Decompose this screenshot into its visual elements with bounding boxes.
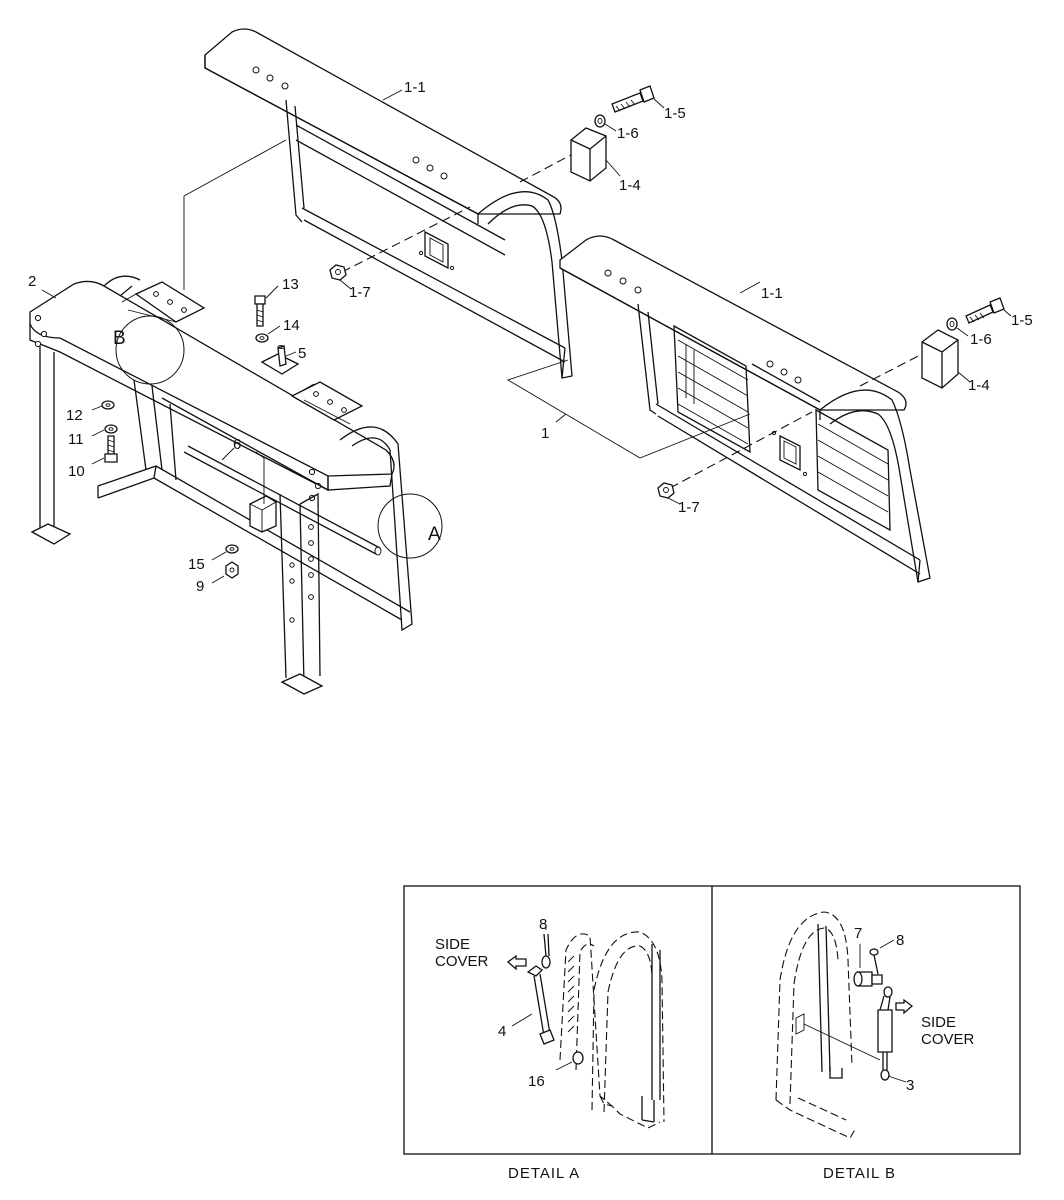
assembly-leader-top	[183, 139, 287, 290]
detail-a-label-16: 16	[528, 1073, 545, 1090]
label-11: 11	[68, 431, 84, 448]
main-frame	[29, 275, 413, 695]
washer-15: 15	[188, 544, 239, 573]
callout-a-letter: A	[428, 524, 441, 545]
bolt-1-5-right: 1-5	[965, 297, 1033, 329]
label-1-7-top: 1-7	[349, 284, 371, 301]
washer-1-6-top: 1-6	[594, 114, 639, 142]
label-1-6-top: 1-6	[617, 125, 639, 142]
label-1-5-top: 1-5	[664, 105, 686, 122]
label-13: 13	[282, 276, 299, 293]
detail-a-side-cover-line2: COVER	[435, 953, 489, 970]
label-1-4-right: 1-4	[968, 377, 990, 394]
callout-circle-b: B	[113, 315, 185, 385]
label-1-4-top: 1-4	[619, 177, 641, 194]
detail-b: 7 8 3 SIDE COVER	[775, 911, 975, 1139]
callout-circle-a: A	[377, 493, 443, 559]
label-1-5-right: 1-5	[1011, 312, 1033, 329]
detail-b-label-8: 8	[896, 932, 904, 949]
assembly-leader-1	[506, 359, 751, 459]
detail-b-side-cover-line1: SIDE	[921, 1014, 956, 1031]
label-10: 10	[68, 463, 85, 480]
detail-box	[403, 885, 1021, 1155]
label-1-7-right: 1-7	[678, 499, 700, 516]
callout-b-letter: B	[113, 328, 126, 349]
label-1-6-right: 1-6	[970, 331, 992, 348]
label-1: 1	[541, 425, 549, 442]
detail-a: 8 4 16 SIDE COVER	[435, 916, 665, 1129]
washer-14: 14	[255, 317, 300, 343]
pad-1-4-top: 1-4	[570, 127, 641, 194]
bolt-axis-right	[669, 349, 931, 489]
label-6: 6	[233, 436, 241, 453]
detail-b-title: DETAIL B	[823, 1165, 896, 1182]
detail-b-label-3: 3	[906, 1077, 914, 1094]
washer-12: 12	[66, 400, 115, 424]
label-1-1-right: 1-1	[761, 285, 783, 302]
washer-11: 11	[68, 424, 118, 448]
label-2: 2	[28, 273, 36, 290]
label-5: 5	[298, 345, 306, 362]
bolt-10: 10	[68, 435, 118, 480]
nut-1-7-right: 1-7	[657, 482, 700, 516]
detail-a-label-4: 4	[498, 1023, 506, 1040]
bolt-1-5-top: 1-5	[611, 85, 686, 122]
nut-9: 9	[196, 561, 239, 595]
label-12: 12	[66, 407, 83, 424]
detail-a-title: DETAIL A	[508, 1165, 580, 1182]
bracket-5: 5	[260, 345, 306, 375]
pad-1-4-right: 1-4	[921, 329, 990, 394]
detail-b-label-7: 7	[854, 925, 862, 942]
nut-1-7-top: 1-7	[329, 264, 371, 301]
detail-b-side-cover-line2: COVER	[921, 1031, 975, 1048]
washer-1-6-right: 1-6	[946, 317, 992, 348]
label-9: 9	[196, 578, 204, 595]
guard-panel-top	[204, 28, 573, 379]
detail-a-side-cover-line1: SIDE	[435, 936, 470, 953]
label-15: 15	[188, 556, 205, 573]
bolt-13: 13	[254, 276, 299, 327]
label-1-1-top: 1-1	[404, 79, 426, 96]
leader-6-vertical	[255, 451, 265, 504]
detail-a-label-8: 8	[539, 916, 547, 933]
label-14: 14	[283, 317, 300, 334]
guard-panel-right	[559, 235, 931, 583]
